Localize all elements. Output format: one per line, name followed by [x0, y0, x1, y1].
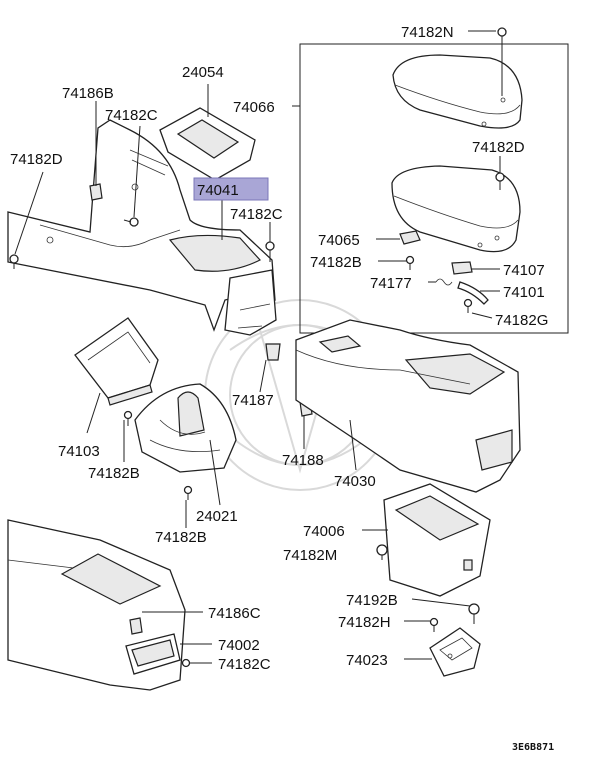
- screw-74182C-mid: [265, 241, 275, 262]
- armrest-lid-inner[interactable]: [391, 165, 521, 253]
- lever-74101: [457, 281, 489, 305]
- screw-74182B-left: [123, 410, 133, 426]
- label-74182D-left[interactable]: 74182D: [10, 151, 63, 168]
- label-74182N[interactable]: 74182N: [401, 24, 454, 41]
- screw-74182B-bottom: [183, 485, 193, 500]
- latch-74065: [399, 230, 421, 245]
- label-74182H[interactable]: 74182H: [338, 614, 391, 631]
- label-74030[interactable]: 74030: [334, 473, 376, 490]
- screw-74182N: [497, 27, 507, 44]
- label-74182G[interactable]: 74182G: [495, 312, 548, 329]
- screw-74182B-right: [405, 255, 415, 270]
- shift-bezel-24054[interactable]: [159, 107, 256, 181]
- screw-74192B: [468, 603, 480, 624]
- ashtray-74002[interactable]: [125, 633, 181, 675]
- label-74107[interactable]: 74107: [503, 262, 545, 279]
- armrest-lid-outer[interactable]: [392, 54, 523, 129]
- label-74066[interactable]: 74066: [233, 99, 275, 116]
- label-74182M[interactable]: 74182M: [283, 547, 337, 564]
- label-74177[interactable]: 74177: [370, 275, 412, 292]
- screw-74182G: [463, 298, 473, 313]
- cup-tray-74103[interactable]: [74, 317, 159, 406]
- label-74041[interactable]: 74041: [197, 182, 239, 199]
- label-74182B-left[interactable]: 74182B: [88, 465, 140, 482]
- highlight-74041: [193, 177, 269, 201]
- screw-74182D-left: [9, 254, 19, 269]
- console-body-74030[interactable]: [295, 319, 521, 493]
- shift-boot-24021[interactable]: [134, 383, 237, 473]
- screw-74182C-bottom: [181, 658, 212, 668]
- label-74186B[interactable]: 74186B: [62, 85, 114, 102]
- label-74182D-right[interactable]: 74182D: [472, 139, 525, 156]
- storage-pocket-74006[interactable]: [383, 483, 491, 597]
- front-console-panel-74041[interactable]: [7, 119, 277, 336]
- diagram-reference-code: 3E6B871: [512, 742, 554, 753]
- clip-74186B: [89, 183, 103, 201]
- label-74188[interactable]: 74188: [282, 452, 324, 469]
- label-74182C-top[interactable]: 74182C: [105, 107, 158, 124]
- armrest-group-frame: [299, 43, 569, 334]
- label-74006[interactable]: 74006: [303, 523, 345, 540]
- screw-74182M: [376, 544, 388, 560]
- label-74192B[interactable]: 74192B: [346, 592, 398, 609]
- screw-74182C-top: [123, 217, 139, 227]
- label-74182C-mid[interactable]: 74182C: [230, 206, 283, 223]
- label-74187[interactable]: 74187: [232, 392, 274, 409]
- label-74182B-right[interactable]: 74182B: [310, 254, 362, 271]
- label-24021[interactable]: 24021: [196, 508, 238, 525]
- screw-74182H: [429, 617, 439, 632]
- label-74023[interactable]: 74023: [346, 652, 388, 669]
- label-74182C-bottom[interactable]: 74182C: [218, 656, 271, 673]
- label-74002[interactable]: 74002: [218, 637, 260, 654]
- label-74101[interactable]: 74101: [503, 284, 545, 301]
- spring-74177: [435, 278, 453, 286]
- lock-74107: [451, 261, 473, 275]
- label-74182B-bottom[interactable]: 74182B: [155, 529, 207, 546]
- clip-74186C: [129, 617, 143, 635]
- label-74103[interactable]: 74103: [58, 443, 100, 460]
- label-24054[interactable]: 24054: [182, 64, 224, 81]
- label-74186C[interactable]: 74186C: [208, 605, 261, 622]
- clip-74187: [265, 343, 281, 361]
- label-74065[interactable]: 74065: [318, 232, 360, 249]
- bracket-74023[interactable]: [429, 627, 481, 677]
